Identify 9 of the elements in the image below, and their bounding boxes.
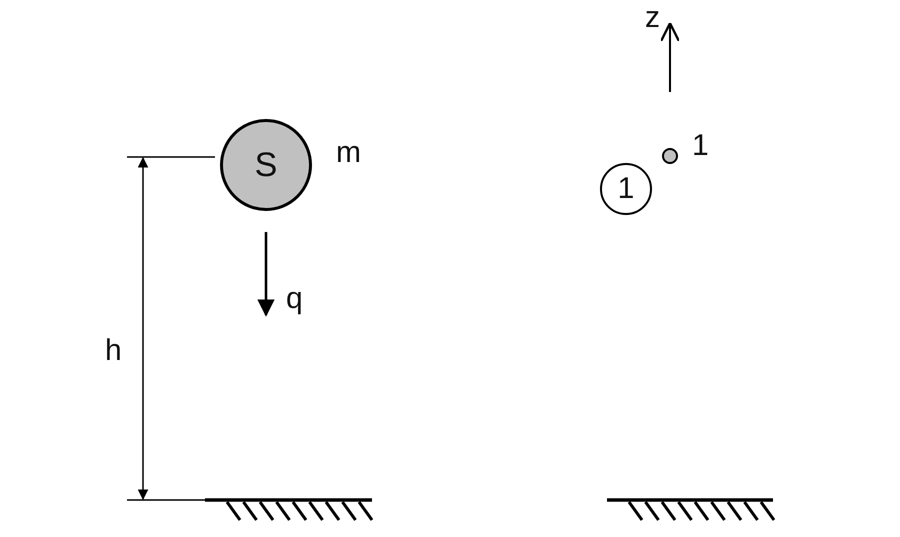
symbol-label: h (105, 336, 122, 366)
node-label: 1 (618, 174, 634, 204)
point-mass-dot (662, 148, 678, 164)
circled-number (600, 163, 652, 215)
symbol-label: z (645, 3, 660, 33)
symbol-label: q (286, 284, 303, 314)
mass-label: 1 (692, 131, 709, 161)
node-label: S (254, 148, 278, 182)
mass-label: m (336, 138, 361, 168)
